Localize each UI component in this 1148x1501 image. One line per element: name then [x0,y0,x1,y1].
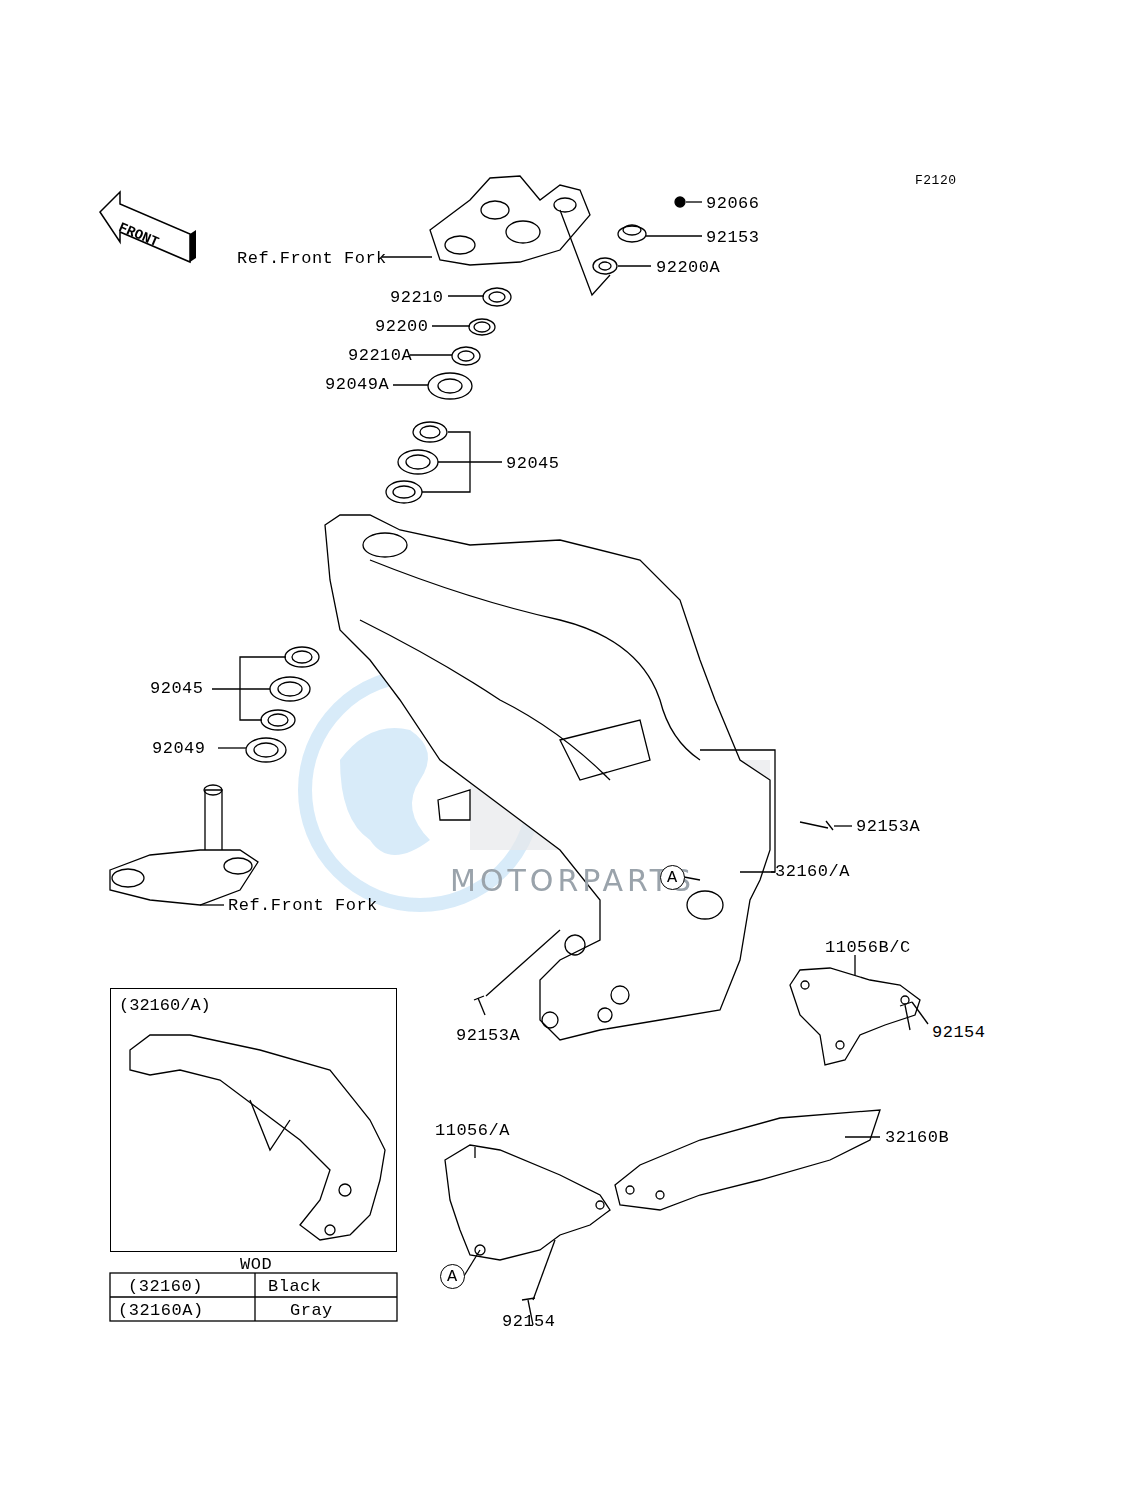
side-brackets [445,968,920,1260]
reference-letter: A [447,1268,457,1285]
callout-number: 92154 [502,1313,556,1330]
front-arrow: FRONT [98,190,198,265]
callout-number: 92210 [390,289,444,306]
reference-circle: A [660,865,685,890]
callout-number: 92200 [375,318,429,335]
arrow-outline [98,190,198,265]
inset-frame-sketch [130,1035,385,1240]
callout-number: 92153A [856,818,920,835]
reference-circle: A [440,1264,465,1289]
table-cell: (32160A) [118,1302,204,1319]
reference-letter: A [667,869,677,886]
table-heading: WOD [240,1256,272,1273]
table-cell: Gray [290,1302,333,1319]
lower-triple-clamp [110,785,258,905]
main-frame [325,515,770,1040]
inset-box: (32160/A) [110,988,397,1252]
callout-number: 92153 [706,229,760,246]
inset-title: (32160/A) [119,997,388,1014]
screws [474,821,912,1325]
callout-number: 92210A [348,347,412,364]
callout-number: 92154 [932,1024,986,1041]
callout-number: 92049A [325,376,389,393]
reference-note: Ref.Front Fork [228,897,378,914]
callout-number: 32160B [885,1129,949,1146]
reference-note: Ref.Front Fork [237,250,387,267]
table-cell: (32160) [128,1278,203,1295]
callout-number: 92045 [150,680,204,697]
callout-number: 92153A [456,1027,520,1044]
callout-number: 92200A [656,259,720,276]
callout-number: 11056B/C [825,939,911,956]
arrow-side [190,230,196,262]
arrow-shape [100,192,190,262]
callout-number: 92049 [152,740,206,757]
table-cell: Black [268,1278,322,1295]
callout-number: 32160/A [775,863,850,880]
upper-triple-clamp [430,176,590,265]
callout-number: 11056/A [435,1122,510,1139]
color-table [110,1273,397,1321]
callout-number: 92066 [706,195,760,212]
watermark-text: MOTORPARTS [450,866,695,896]
figure-code: F2120 [915,174,957,187]
callout-number: 92045 [506,455,560,472]
